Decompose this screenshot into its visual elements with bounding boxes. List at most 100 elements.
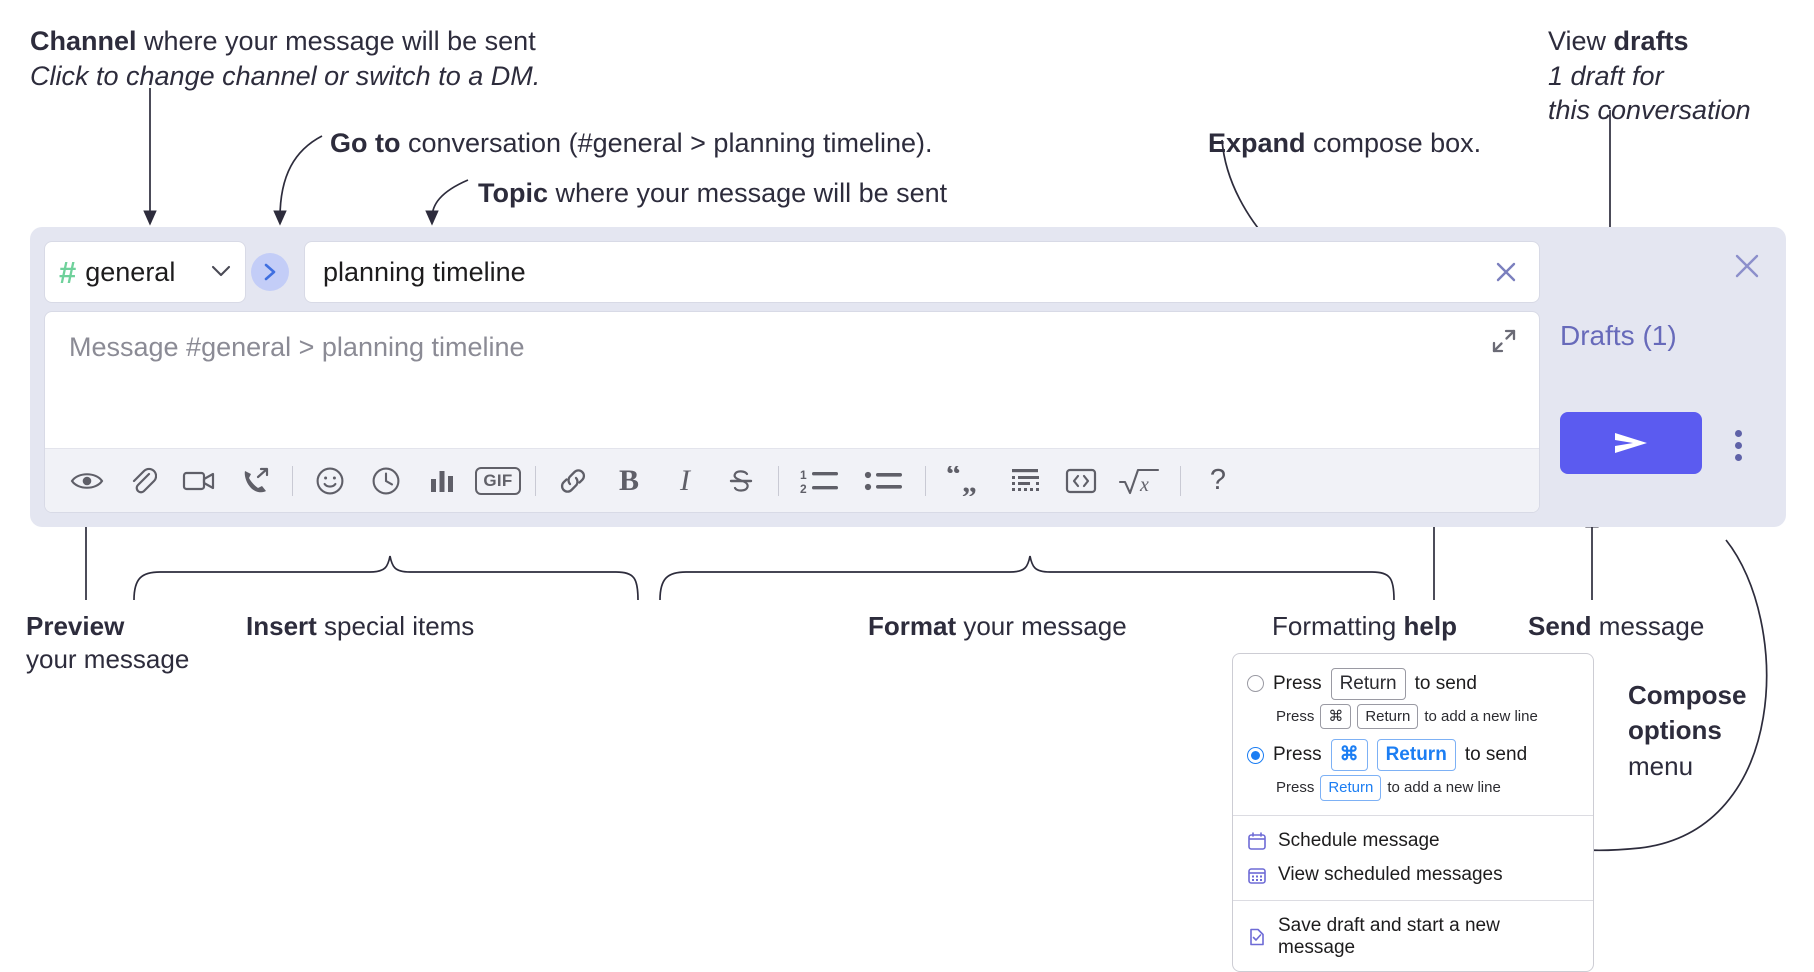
formatting-help-icon[interactable]: ? bbox=[1196, 459, 1240, 503]
audio-call-icon[interactable] bbox=[233, 459, 277, 503]
bold-label: B bbox=[618, 463, 639, 497]
link-icon[interactable] bbox=[551, 459, 595, 503]
option1-sub-press: Press bbox=[1276, 707, 1315, 725]
annotation-formatting-help: Formatting help bbox=[1272, 610, 1522, 643]
math-icon[interactable]: x bbox=[1115, 459, 1165, 503]
annotation-insert-bold: Insert bbox=[246, 611, 317, 641]
annotation-send-rest: message bbox=[1591, 611, 1705, 641]
key-command: ⌘ bbox=[1320, 703, 1352, 730]
svg-text:“: “ bbox=[946, 466, 961, 491]
menu-item-view-scheduled-messages[interactable]: View scheduled messages bbox=[1233, 858, 1593, 892]
key-return: Return bbox=[1320, 774, 1382, 801]
annotation-drafts: View drafts 1 draft for this conversatio… bbox=[1548, 24, 1798, 128]
key-return: Return bbox=[1357, 703, 1419, 730]
send-option-command-return-sub: Press Return to add a new line bbox=[1233, 773, 1593, 807]
menu-item-schedule-message[interactable]: Schedule message bbox=[1233, 824, 1593, 858]
code-block-icon[interactable] bbox=[1003, 459, 1047, 503]
annotation-preview-bold: Preview bbox=[26, 611, 125, 641]
bold-icon[interactable]: B bbox=[607, 459, 651, 503]
message-input[interactable]: Message #general > planning timeline bbox=[45, 312, 1539, 448]
option2-tail: to send bbox=[1464, 744, 1528, 766]
annotation-channel-rest: where your message will be sent bbox=[136, 26, 536, 56]
poll-icon[interactable] bbox=[420, 459, 464, 503]
blockquote-icon[interactable]: “ „ bbox=[941, 459, 991, 503]
topic-field[interactable]: planning timeline bbox=[304, 241, 1540, 303]
menu-item-label: Schedule message bbox=[1278, 829, 1440, 851]
menu-item-save-draft[interactable]: Save draft and start a new message bbox=[1233, 909, 1593, 965]
option1-press: Press bbox=[1273, 672, 1322, 694]
kebab-dot bbox=[1734, 429, 1742, 437]
send-option-return-sub: Press ⌘ Return to add a new line bbox=[1233, 702, 1593, 736]
radio-icon[interactable] bbox=[1247, 675, 1264, 693]
separator bbox=[778, 465, 779, 496]
inline-code-icon[interactable] bbox=[1059, 459, 1103, 503]
radio-icon-selected[interactable] bbox=[1247, 746, 1264, 764]
compose-box: # general planning timeline bbox=[30, 227, 1786, 527]
option1-sub-tail: to add a new line bbox=[1424, 707, 1538, 725]
annotation-preview: Preview your message bbox=[26, 610, 246, 677]
svg-text:x: x bbox=[1139, 474, 1149, 496]
send-option-return[interactable]: Press Return to send bbox=[1233, 664, 1593, 702]
divider bbox=[1233, 899, 1593, 901]
help-label: ? bbox=[1209, 464, 1227, 496]
send-option-command-return[interactable]: Press ⌘ Return to send bbox=[1233, 735, 1593, 773]
drafts-link[interactable]: Drafts (1) bbox=[1560, 320, 1677, 351]
video-icon[interactable] bbox=[177, 459, 221, 503]
bulleted-list-icon[interactable] bbox=[858, 459, 910, 503]
channel-name: general bbox=[85, 256, 176, 287]
separator bbox=[535, 465, 536, 496]
key-return: Return bbox=[1376, 739, 1456, 771]
kebab-dot bbox=[1734, 441, 1742, 449]
key-return: Return bbox=[1330, 668, 1406, 700]
annotation-expand-bold: Expand bbox=[1208, 128, 1306, 158]
annotation-drafts-lead: View bbox=[1548, 26, 1614, 56]
annotation-format-rest: your message bbox=[956, 611, 1127, 641]
annotation-goto-bold: Go to bbox=[330, 128, 401, 158]
annotation-channel: Channel where your message will be sent … bbox=[30, 24, 670, 93]
clock-icon[interactable] bbox=[364, 459, 408, 503]
menu-item-label: Save draft and start a new message bbox=[1278, 914, 1500, 958]
close-icon[interactable] bbox=[1730, 249, 1764, 283]
annotation-drafts-bold: drafts bbox=[1613, 26, 1689, 56]
italic-icon[interactable]: I bbox=[663, 459, 707, 503]
separator bbox=[1180, 465, 1181, 496]
ordered-list-icon[interactable]: 1 2 bbox=[794, 459, 846, 503]
annotation-topic-rest: where your message will be sent bbox=[548, 178, 948, 208]
annotation-drafts-italic-1: 1 draft for bbox=[1548, 60, 1664, 91]
separator bbox=[925, 465, 926, 496]
compose-rail: Drafts (1) bbox=[1546, 227, 1786, 527]
strikethrough-icon[interactable] bbox=[719, 459, 763, 503]
annotation-goto: Go to conversation (#general > planning … bbox=[330, 126, 1050, 161]
send-icon bbox=[1615, 433, 1647, 453]
chevron-right-icon bbox=[251, 253, 289, 291]
annotation-channel-bold: Channel bbox=[30, 26, 137, 56]
expand-icon[interactable] bbox=[1489, 326, 1523, 360]
preview-icon[interactable] bbox=[65, 459, 109, 503]
emoji-icon[interactable] bbox=[308, 459, 352, 503]
svg-text:„: „ bbox=[962, 466, 977, 496]
kebab-dot bbox=[1734, 453, 1742, 461]
annotation-expand-rest: compose box. bbox=[1305, 128, 1482, 158]
annotation-topic-bold: Topic bbox=[478, 178, 548, 208]
annotation-compose-options-l1: Compose bbox=[1628, 680, 1747, 710]
gif-label: GIF bbox=[475, 466, 521, 495]
separator bbox=[292, 465, 293, 496]
annotation-expand: Expand compose box. bbox=[1208, 126, 1628, 161]
annotation-insert: Insert special items bbox=[246, 610, 566, 643]
attachment-icon[interactable] bbox=[121, 459, 165, 503]
channel-selector[interactable]: # general bbox=[44, 241, 246, 303]
message-area: Message #general > planning timeline bbox=[44, 311, 1540, 513]
send-button[interactable] bbox=[1560, 412, 1702, 474]
go-to-conversation-button[interactable] bbox=[246, 241, 294, 303]
annotation-compose-options-l2: options bbox=[1628, 715, 1722, 746]
close-icon[interactable] bbox=[1489, 255, 1523, 289]
compose-options-menu-button[interactable] bbox=[1726, 423, 1750, 467]
annotation-insert-rest: special items bbox=[316, 611, 475, 641]
svg-text:1: 1 bbox=[800, 468, 807, 482]
gif-icon[interactable]: GIF bbox=[475, 459, 521, 503]
annotation-compose-options-l3: menu bbox=[1628, 750, 1694, 781]
calendar-icon bbox=[1247, 831, 1267, 851]
annotated-slack-compose-diagram: Channel where your message will be sent … bbox=[0, 0, 1814, 944]
option2-sub-tail: to add a new line bbox=[1387, 779, 1501, 797]
compose-options-popup: Press Return to send Press ⌘ Return to a… bbox=[1232, 653, 1594, 972]
